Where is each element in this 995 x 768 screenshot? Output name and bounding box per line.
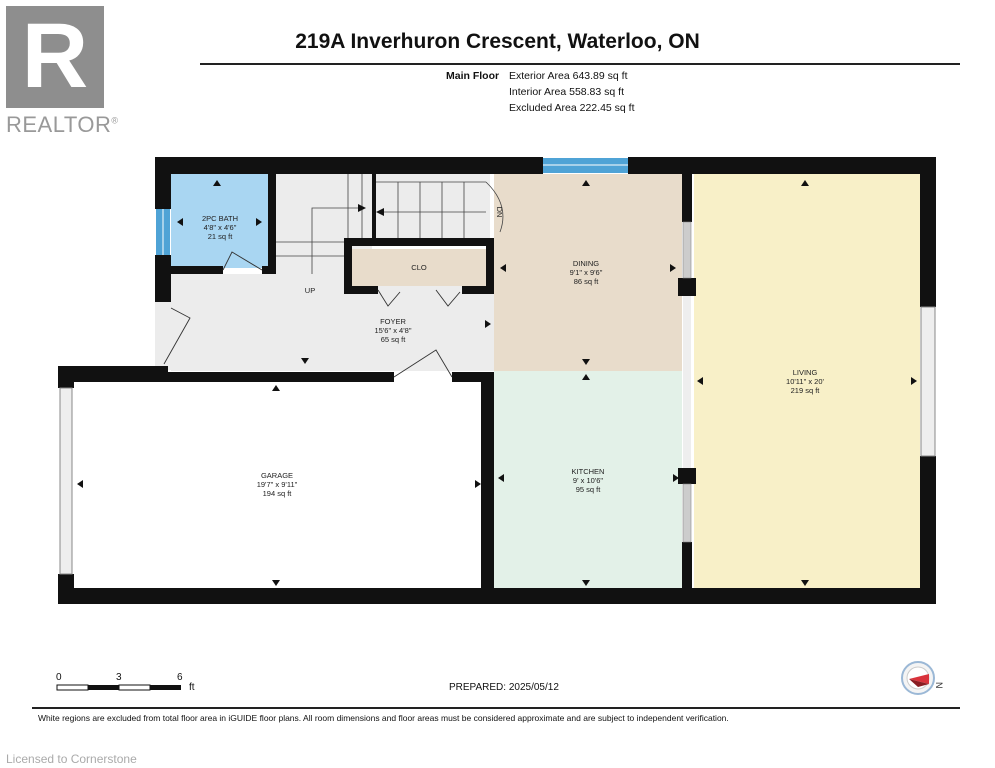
room-garage (75, 382, 481, 587)
dining-dims: 9'1" x 9'6" (570, 268, 603, 277)
doors (163, 251, 461, 378)
interior-area: Interior Area 558.83 sq ft (509, 86, 624, 98)
realtor-logo: R REALTOR® (6, 6, 118, 137)
compass-letter: N (934, 682, 944, 689)
dining-name: DINING (573, 259, 599, 268)
license-text: Licensed to Cornerstone (6, 752, 137, 766)
exterior-area: Exterior Area 643.89 sq ft (509, 70, 628, 82)
foyer-area: 65 sq ft (381, 335, 407, 344)
walls (58, 157, 936, 604)
bath-area: 21 sq ft (208, 232, 234, 241)
scale-unit: ft (189, 682, 195, 693)
scale-bar: 0 3 6 ft (56, 672, 206, 702)
realtor-logo-letter: R (21, 5, 89, 107)
registered-mark: ® (111, 115, 119, 126)
floor-label: Main Floor (446, 70, 500, 82)
room-closet (352, 249, 486, 286)
title-divider (200, 63, 960, 65)
kitchen-dims: 9' x 10'6" (573, 476, 603, 485)
scale-bar-graphic (56, 684, 181, 691)
disclaimer: White regions are excluded from total fl… (38, 713, 729, 723)
closet-name: CLO (411, 263, 427, 272)
living-name: LIVING (793, 368, 818, 377)
room-foyer (171, 274, 494, 371)
realtor-wordmark: REALTOR® (6, 112, 119, 138)
living-dims: 10'11" x 20' (786, 377, 824, 386)
north-compass-icon: N (901, 661, 944, 695)
bath-name: 2PC BATH (202, 214, 238, 223)
windows (59, 158, 936, 575)
garage-area: 194 sq ft (263, 489, 293, 498)
room-living (694, 174, 920, 589)
realtor-logo-box: R (6, 6, 104, 108)
garage-name: GARAGE (261, 471, 293, 480)
stair-down-label: DN (495, 207, 504, 218)
scale-label-3: 3 (116, 672, 122, 683)
living-area: 219 sq ft (791, 386, 821, 395)
stair-up-label: UP (305, 286, 315, 295)
property-address: 219A Inverhuron Crescent, Waterloo, ON (295, 30, 700, 53)
stair-up-arrow (358, 204, 366, 212)
realtor-word: REALTOR (6, 112, 112, 137)
footer-divider (32, 707, 960, 709)
dimension-arrows (77, 180, 917, 586)
prepared-date: PREPARED: 2025/05/12 (449, 682, 559, 693)
room-kitchen (494, 371, 682, 589)
dining-area: 86 sq ft (574, 277, 600, 286)
bath-dims: 4'8" x 4'6" (204, 223, 237, 232)
stair-down-area (376, 174, 490, 238)
garage-dims: 19'7" x 9'11" (257, 480, 298, 489)
kitchen-name: KITCHEN (572, 467, 605, 476)
kitchen-area: 95 sq ft (576, 485, 602, 494)
foyer-dims: 15'6" x 4'8" (375, 326, 412, 335)
room-dining (494, 174, 682, 371)
scale-label-6: 6 (177, 672, 183, 683)
excluded-area: Excluded Area 222.45 sq ft (509, 102, 635, 114)
stair-down-arrow (376, 208, 384, 216)
scale-label-0: 0 (56, 672, 62, 683)
room-2pc-bath (171, 174, 268, 268)
entry-landing (155, 300, 171, 370)
foyer-name: FOYER (380, 317, 406, 326)
